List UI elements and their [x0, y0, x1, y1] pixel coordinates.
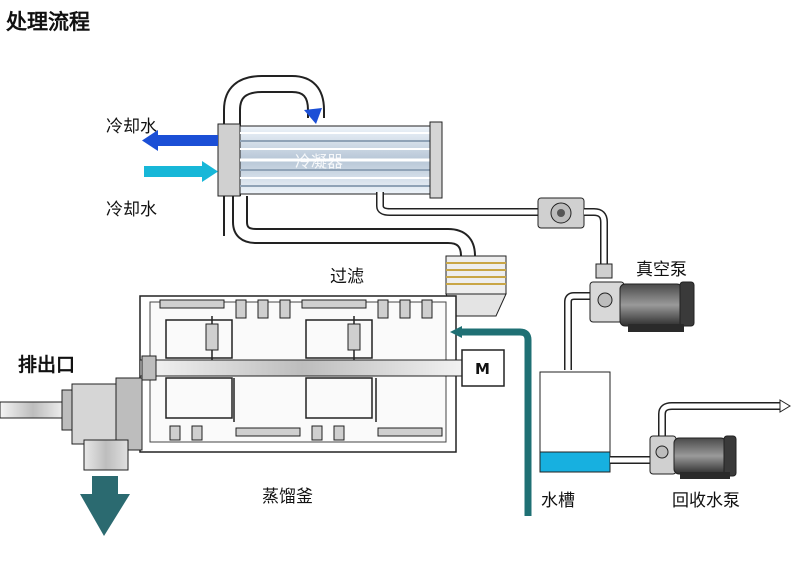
filter — [445, 255, 507, 317]
discharge-outlet — [0, 377, 143, 536]
motor-label: M — [475, 360, 490, 378]
still-label: 蒸馏釜 — [262, 487, 313, 507]
discharge-label: 排出口 — [18, 354, 76, 376]
vapor-pipe — [232, 196, 476, 258]
cooling-water-label-bottom: 冷却水 — [106, 200, 157, 220]
condenser-return-pipe — [223, 75, 325, 236]
motor: M — [461, 349, 505, 387]
vacuum-pump-label: 真空泵 — [636, 260, 687, 280]
recovery-pump — [649, 435, 737, 479]
recovery-line — [610, 399, 791, 464]
vacuum-line — [376, 192, 608, 266]
water-tank-label: 水槽 — [541, 491, 575, 511]
distillation-still — [139, 295, 465, 453]
cooling-water-inlet-arrow — [144, 161, 218, 182]
page-title: 处理流程 — [6, 10, 90, 34]
condenser-label: 冷凝器 — [295, 152, 343, 171]
filter-label: 过滤 — [330, 267, 364, 287]
teal-pipe — [450, 326, 532, 516]
water-tank — [539, 371, 611, 473]
condenser: 冷凝器 — [217, 121, 443, 199]
recovery-pump-label: 回收水泵 — [672, 491, 740, 511]
vacuum-pump — [564, 263, 695, 370]
cooling-water-outlet-arrow — [142, 130, 218, 151]
cooling-water-label-top: 冷却水 — [106, 117, 157, 137]
